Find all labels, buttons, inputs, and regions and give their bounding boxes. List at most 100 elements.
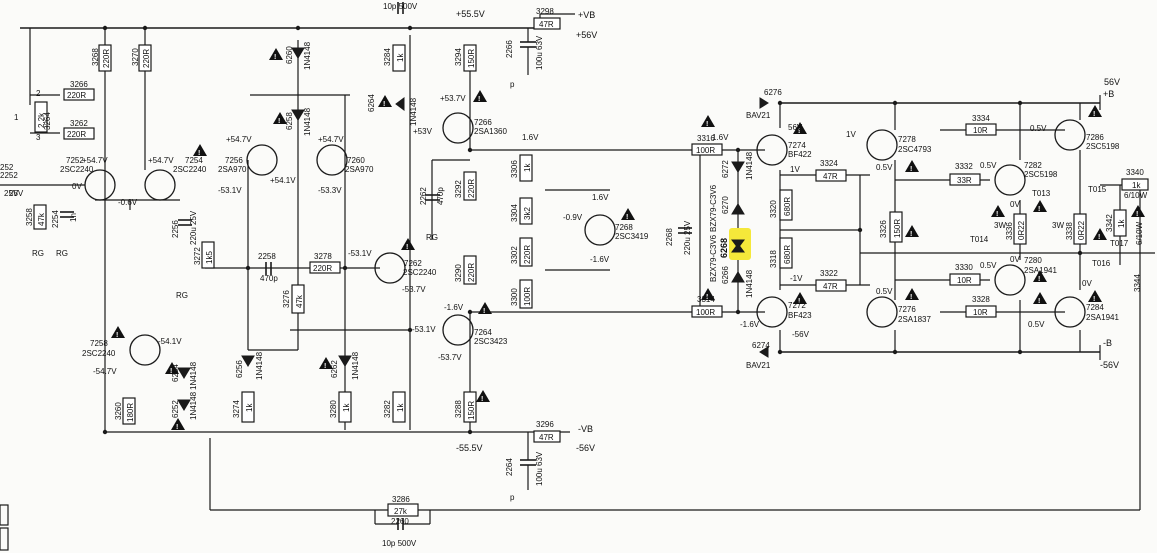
resistor-value: 27k xyxy=(394,507,408,516)
edge-label: 3344 xyxy=(1133,274,1142,292)
resistor-ref: 3306 xyxy=(510,160,519,178)
voltage-label: 0V xyxy=(1010,200,1020,209)
capacitor-2260-bottom xyxy=(374,510,431,530)
diode-type: 1N4148 xyxy=(745,269,754,298)
resistor-ref: 3298 xyxy=(536,7,554,16)
voltage-label: 0.5V xyxy=(1030,124,1047,133)
transistor-7260 xyxy=(316,144,348,176)
power-rating-label: 6/10W xyxy=(1124,191,1148,200)
resistor-labels: 3268 220R 3270 220R 3266 220R 3262 220R … xyxy=(25,7,1144,516)
rail-label: +VB xyxy=(578,10,595,20)
diode-6258 xyxy=(291,109,305,121)
resistor-3332 xyxy=(949,173,981,186)
transistor-type: 2SC2240 xyxy=(82,349,116,358)
warning-icon: ! xyxy=(401,238,415,251)
capacitor-value: 220u 25V xyxy=(683,220,692,255)
svg-text:!: ! xyxy=(198,150,200,157)
svg-text:!: ! xyxy=(910,166,912,173)
resistor-value: 47R xyxy=(539,433,554,442)
transistor-7258 xyxy=(129,334,161,366)
resistor-3282 xyxy=(392,391,406,423)
capacitor-ref: 2258 xyxy=(258,252,276,261)
svg-text:!: ! xyxy=(996,211,998,218)
diode-type: 1N4148 xyxy=(409,97,418,126)
warning-icon: ! xyxy=(621,208,635,221)
svg-text:!: ! xyxy=(170,368,172,375)
svg-text:!: ! xyxy=(1093,296,1095,303)
resistor-3304 xyxy=(519,197,533,225)
voltage-label: +53V xyxy=(413,127,433,136)
transistor-ref: 7268 xyxy=(615,223,633,232)
svg-text:!: ! xyxy=(1038,206,1040,213)
resistor-value: 220R xyxy=(467,179,476,198)
voltage-label: -53.7V xyxy=(402,285,426,294)
resistor-ref: 3278 xyxy=(314,252,332,261)
resistor-3292 xyxy=(463,171,477,201)
resistor-ref: 3284 xyxy=(383,48,392,66)
svg-text:!: ! xyxy=(798,298,800,305)
resistor-3278 xyxy=(309,261,341,274)
resistor-ref: 3316 xyxy=(697,134,715,143)
warning-icon: ! xyxy=(1131,205,1145,218)
capacitor-value: 1n xyxy=(69,213,78,222)
warning-icon: ! xyxy=(905,225,919,238)
resistor-3322 xyxy=(815,279,847,292)
transistor-ref: 7276 xyxy=(898,305,916,314)
resistor-value: 1k xyxy=(1132,181,1141,190)
test-point-label: T016 xyxy=(1092,259,1111,268)
transistor-7282 xyxy=(994,164,1026,196)
transistor-7266 xyxy=(442,112,474,144)
svg-text:!: ! xyxy=(406,244,408,251)
warning-icon: ! xyxy=(269,48,283,61)
transistors xyxy=(84,112,1086,366)
svg-text:!: ! xyxy=(706,294,708,301)
rail-label: -B xyxy=(1103,338,1112,348)
resistor-value: 10R xyxy=(973,126,988,135)
resistor-3286 xyxy=(387,503,419,517)
resistor-ref: 3258 xyxy=(25,208,34,226)
resistor-3306 xyxy=(519,154,533,182)
warning-icon: ! xyxy=(1088,105,1102,118)
resistor-3328 xyxy=(965,305,997,318)
resistor-3338 xyxy=(1073,213,1087,245)
junctions xyxy=(102,25,1083,435)
warning-icons: ! ! ! ! ! ! ! ! ! ! ! ! ! ! ! ! ! ! ! ! … xyxy=(111,48,1145,431)
resistor-ref: 3264 xyxy=(43,112,52,130)
resistor-value: 220R xyxy=(67,91,86,100)
resistor-value: 150R xyxy=(467,49,476,68)
svg-text:!: ! xyxy=(910,294,912,301)
rail-label: 56V xyxy=(1104,77,1120,87)
resistor-3260 xyxy=(122,397,136,425)
resistor-ref: 3322 xyxy=(820,269,838,278)
transistor-7274 xyxy=(756,134,788,166)
capacitor-2262 xyxy=(425,194,440,201)
diode-ref: 6266 xyxy=(721,266,730,284)
ground-label: RG xyxy=(426,233,438,242)
resistor-ref: 3326 xyxy=(879,220,888,238)
capacitor-value: 100u 63V xyxy=(535,451,544,486)
warning-icon: ! xyxy=(111,326,125,339)
diode-ref: 6270 xyxy=(721,196,730,214)
rail-label: +55.5V xyxy=(456,9,485,19)
warning-icon: ! xyxy=(473,90,487,103)
resistor-ref: 3266 xyxy=(70,80,88,89)
warning-icon: ! xyxy=(319,357,333,370)
resistor-ref: 3320 xyxy=(769,200,778,218)
transistor-labels: 7252 2SC2240 7254 2SC2240 7256 2SA970 72… xyxy=(60,118,1120,358)
ground-label: RG xyxy=(32,249,44,258)
transistor-type: 2SA1941 xyxy=(1024,266,1057,275)
capacitor-2266 xyxy=(520,28,536,75)
warning-icon: ! xyxy=(171,418,185,431)
capacitors xyxy=(60,2,692,530)
resistor-ref: 3330 xyxy=(955,263,973,272)
transistor-type: 2SC2240 xyxy=(403,268,437,277)
svg-text:!: ! xyxy=(274,54,276,61)
warning-icon: ! xyxy=(991,205,1005,218)
resistor-ref: 3340 xyxy=(1126,168,1144,177)
transistor-type: 2SA970 xyxy=(345,165,374,174)
capacitor-value: 10p 500V xyxy=(382,539,417,548)
resistor-value: 1k xyxy=(396,403,405,412)
zener-diode-6270 xyxy=(731,203,745,215)
resistor-3340 xyxy=(1121,178,1149,191)
capacitor-ref: 2252 xyxy=(0,171,18,180)
